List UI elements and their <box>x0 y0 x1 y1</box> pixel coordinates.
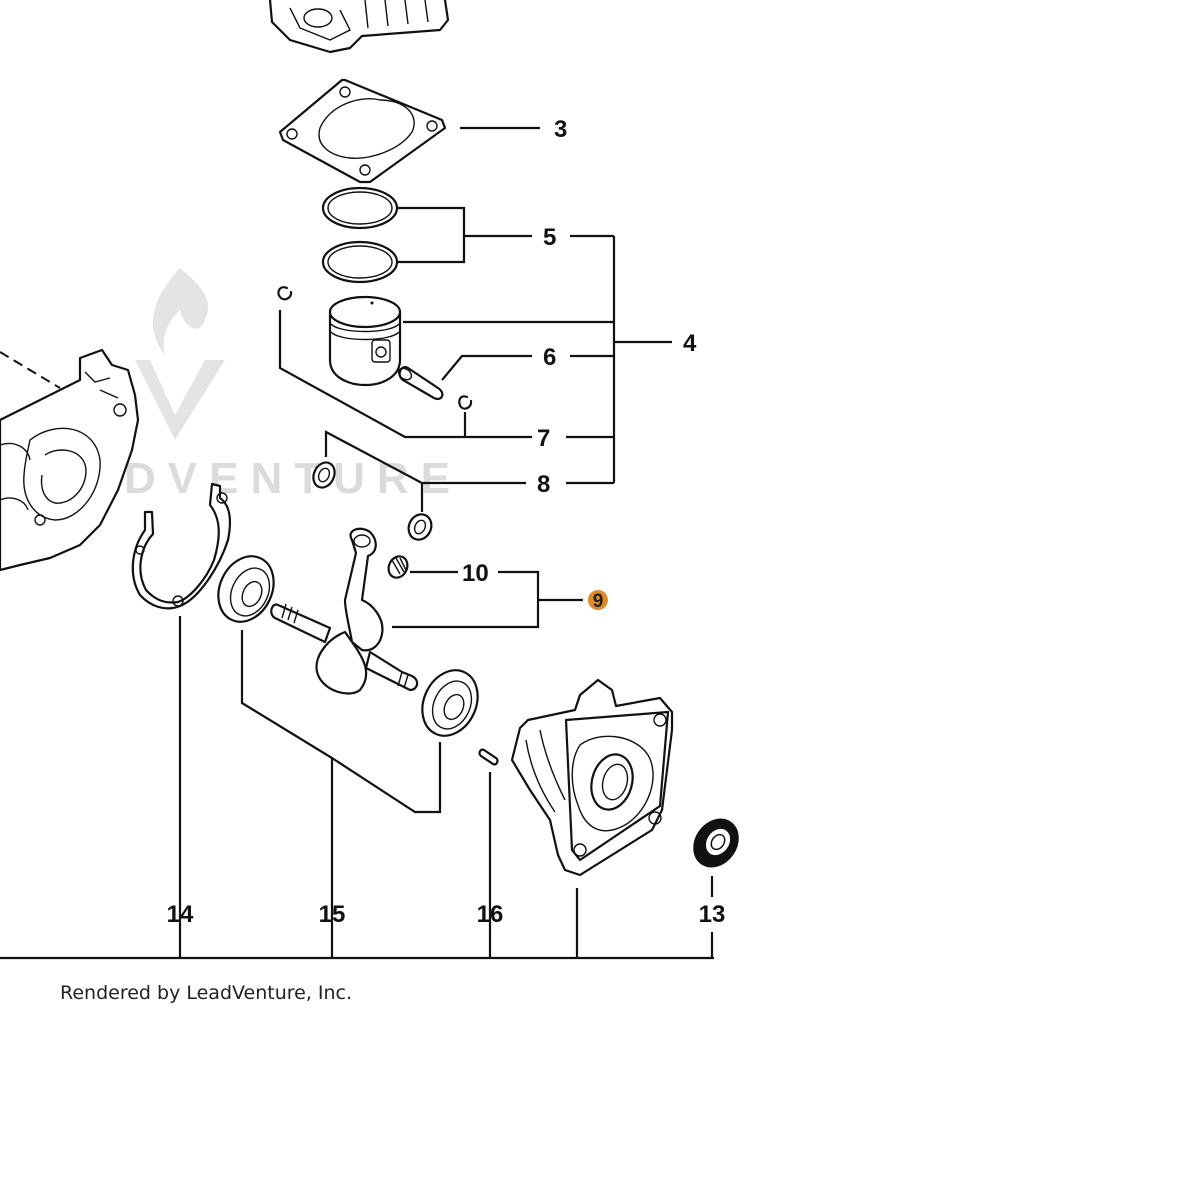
watermark-v-icon <box>135 360 225 440</box>
callout-4[interactable]: 4 <box>683 330 697 357</box>
crankcase-left-part[interactable] <box>0 348 140 572</box>
thrust-washer-left-part[interactable] <box>309 459 338 491</box>
piston-part[interactable] <box>328 295 402 387</box>
oil-seal-part[interactable] <box>685 811 746 875</box>
callout-16[interactable]: 16 <box>477 901 504 928</box>
callout-13[interactable]: 13 <box>699 901 726 928</box>
circlip-right-part[interactable] <box>458 395 473 410</box>
callout-15[interactable]: 15 <box>319 901 346 928</box>
piston-rings-part[interactable] <box>321 186 399 284</box>
callout-6[interactable]: 6 <box>543 344 556 371</box>
leader-lines <box>0 126 714 960</box>
thrust-washer-right-part[interactable] <box>405 511 436 544</box>
dowel-pin-part[interactable] <box>478 748 499 766</box>
crankshaft-part[interactable] <box>270 527 419 695</box>
callout-9-highlighted[interactable]: 9 <box>588 590 608 612</box>
cylinder-part[interactable] <box>268 0 450 54</box>
watermark-flame-icon <box>153 268 209 355</box>
callout-3[interactable]: 3 <box>554 116 567 143</box>
footer-credit: Rendered by LeadVenture, Inc. <box>60 982 352 1004</box>
ball-bearing-right-part[interactable] <box>412 661 488 745</box>
callout-8[interactable]: 8 <box>537 471 550 498</box>
ball-bearing-left-part[interactable] <box>208 547 284 631</box>
callout-10[interactable]: 10 <box>462 560 489 587</box>
callout-7[interactable]: 7 <box>537 425 550 452</box>
piston-pin-part[interactable] <box>396 366 444 401</box>
callout-9-highlight-badge <box>588 590 608 610</box>
crankcase-leader-dashed <box>0 351 61 389</box>
crankcase-gasket-part[interactable] <box>131 482 231 610</box>
circlip-left-part[interactable] <box>277 286 293 301</box>
callout-9[interactable]: 9 <box>593 591 604 612</box>
cylinder-gasket-part[interactable] <box>278 78 447 184</box>
crankcase-right-part[interactable] <box>510 678 674 877</box>
needle-bearing-part[interactable] <box>385 553 411 581</box>
callout-14[interactable]: 14 <box>167 901 194 928</box>
callout-5[interactable]: 5 <box>543 224 556 251</box>
